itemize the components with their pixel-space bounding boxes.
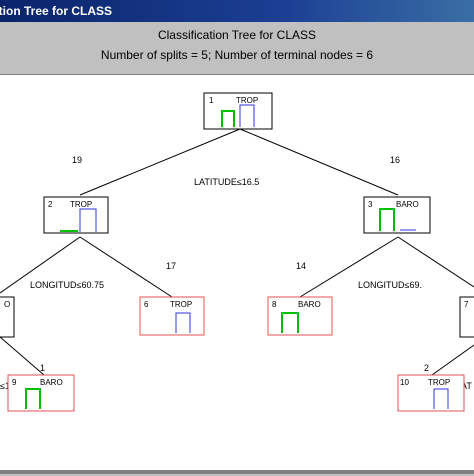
edge-1-3 — [239, 128, 399, 196]
node-10-bar-blue — [433, 388, 449, 409]
window-titlebar[interactable]: ation Tree for CLASS — [0, 0, 474, 22]
split-label-right: LONGITUD≤69. — [358, 280, 422, 290]
node-1-label: TROP — [236, 96, 258, 105]
node-1-bar-green — [221, 110, 235, 127]
node-6-bar-blue — [175, 312, 191, 333]
tree-node-2[interactable]: 2 TROP — [43, 196, 109, 234]
edge-2-6 — [79, 236, 173, 298]
count-right-left: 14 — [296, 261, 306, 271]
node-8-id: 8 — [272, 300, 277, 309]
node-left-label: O — [4, 300, 10, 309]
node-7-id: 7 — [464, 300, 469, 309]
node-3-bar-green — [379, 208, 395, 231]
tree-node-3[interactable]: 3 BARO — [363, 196, 431, 234]
node-10-label: TROP — [428, 378, 450, 387]
count-bottom-left-right: 1 — [40, 363, 45, 373]
count-left-right: 17 — [166, 261, 176, 271]
count-root-left: 19 — [72, 155, 82, 165]
window-bottom-border — [0, 470, 474, 474]
split-label-left: LONGITUD≤60.75 — [30, 280, 104, 290]
node-10-id: 10 — [400, 378, 409, 387]
node-9-label: BARO — [40, 378, 63, 387]
edge-7-10 — [431, 344, 474, 376]
edge-4-9 — [0, 336, 45, 376]
tree-plot-area: 19 16 17 14 1 2 LATITUDE≤16.5 LONGITUD≤6… — [0, 74, 474, 471]
node-1-bar-blue — [239, 104, 255, 127]
node-6-label: TROP — [170, 300, 192, 309]
tree-diagram: 19 16 17 14 1 2 LATITUDE≤16.5 LONGITUD≤6… — [0, 92, 474, 412]
tree-edges — [0, 128, 474, 376]
plot-subtitle: Number of splits = 5; Number of terminal… — [100, 48, 374, 62]
node-2-id: 2 — [48, 200, 53, 209]
node-2-box — [43, 196, 109, 234]
edge-3-7 — [397, 236, 474, 288]
node-3-box — [363, 196, 431, 234]
count-root-right: 16 — [390, 155, 400, 165]
node-8-box — [267, 296, 333, 336]
node-left-box — [0, 296, 15, 338]
node-6-box — [139, 296, 205, 336]
tree-node-6[interactable]: 6 TROP — [139, 296, 205, 336]
node-1-id: 1 — [209, 96, 214, 105]
node-6-id: 6 — [144, 300, 149, 309]
edge-1-2 — [79, 128, 241, 196]
plot-header: Classification Tree for CLASS Number of … — [0, 22, 474, 72]
node-9-id: 9 — [12, 378, 17, 387]
tree-node-7[interactable]: 7 — [459, 296, 474, 338]
tree-node-left-partial[interactable]: O — [0, 296, 15, 338]
node-2-label: TROP — [70, 200, 92, 209]
tree-node-8[interactable]: 8 BARO — [267, 296, 333, 336]
edge-2-4 — [0, 236, 81, 294]
node-1-box — [203, 92, 273, 130]
count-bottom-right-left: 2 — [424, 363, 429, 373]
plot-title: Classification Tree for CLASS — [157, 28, 317, 42]
tree-node-10[interactable]: 10 TROP — [397, 374, 465, 412]
tree-node-1[interactable]: 1 TROP — [203, 92, 273, 130]
split-label-root: LATITUDE≤16.5 — [194, 177, 259, 187]
node-9-bar-green — [25, 388, 41, 409]
node-3-id: 3 — [368, 200, 373, 209]
node-2-bar-blue — [79, 208, 97, 232]
edge-3-8 — [299, 236, 399, 298]
node-8-label: BARO — [298, 300, 321, 309]
node-10-box — [397, 374, 465, 412]
node-3-label: BARO — [396, 200, 419, 209]
node-7-box — [459, 296, 474, 338]
window-title: ation Tree for CLASS — [0, 4, 113, 18]
tree-node-9[interactable]: 9 BARO — [7, 374, 75, 412]
node-8-bar-green — [281, 312, 299, 333]
